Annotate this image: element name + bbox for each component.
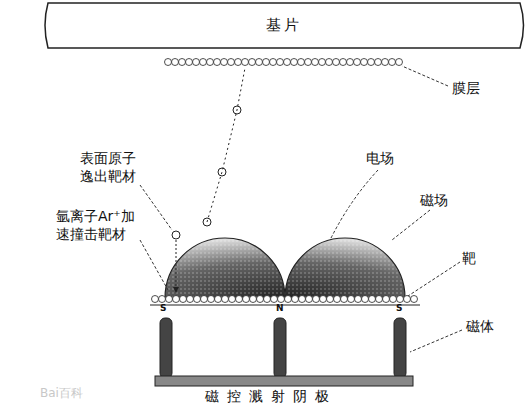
watermark: Bai百科 <box>40 386 83 401</box>
pole-label: N <box>276 303 284 314</box>
substrate-outline <box>45 3 524 48</box>
pole-label: S <box>160 303 166 314</box>
node-text: 基片 <box>266 16 302 35</box>
substrate-band: 基片 <box>48 3 520 48</box>
plasma <box>165 238 405 298</box>
field-arcs <box>165 238 405 298</box>
ion-path <box>176 240 177 292</box>
plasma-texture <box>165 238 405 298</box>
label: 磁体 <box>466 318 494 336</box>
leader-lines <box>140 66 462 352</box>
film-layer <box>165 59 403 66</box>
sputtered-atoms <box>203 106 241 226</box>
cathode-label: 磁控溅射阴极 <box>205 388 337 406</box>
label: 电场 <box>366 150 394 168</box>
label: 磁场 <box>420 192 448 210</box>
callout-text: 表面原子 逸出靶材 <box>80 150 142 185</box>
target-atoms <box>152 296 418 303</box>
pole-label: S <box>396 303 402 314</box>
argon-ion <box>172 231 180 239</box>
target-base <box>150 304 420 305</box>
atom-path <box>207 68 245 222</box>
label: 靶 <box>462 250 476 268</box>
label: 膜层 <box>452 80 480 98</box>
callout-text: 氩离子Ar⁺加 速撞击靶材 <box>56 208 142 243</box>
magnets <box>155 318 413 386</box>
